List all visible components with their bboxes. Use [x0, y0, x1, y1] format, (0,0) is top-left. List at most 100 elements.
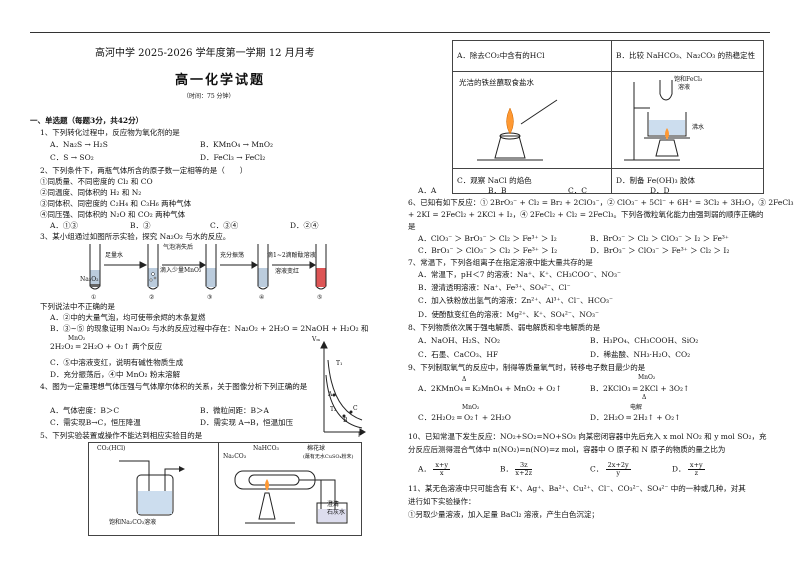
thermal-stability-figure: [234, 470, 348, 524]
section-single-choice: 一、单选题（每题3分，共42分）: [30, 116, 144, 125]
q8-option-c[interactable]: C．石墨、CaCO₃、HF: [418, 350, 499, 359]
q3-option-c[interactable]: C．⑤中溶液变红，说明有碱性物质生成: [50, 358, 184, 367]
q4-curve-t2: T₂: [330, 406, 337, 413]
q2-option-c[interactable]: C．③④: [210, 221, 239, 230]
q9-option-d[interactable]: D．2H₂O ═ 2H₂↑ + O₂↑: [590, 413, 681, 422]
q7-option-b[interactable]: B．澄清透明溶液：Na⁺、Fe³⁺、SO₄²⁻、Cl⁻: [418, 283, 571, 292]
q4-option-c[interactable]: C．需实现B→C，恒压降温: [50, 418, 141, 427]
q7-option-c[interactable]: C．加入铁粉放出氢气的溶液：Zn²⁺、Al³⁺、Cl⁻、HCO₃⁻: [418, 296, 614, 305]
q9-option-c[interactable]: C．2H₂O₂ ═ O₂↑ + 2H₂O: [418, 413, 511, 422]
q5-option-c[interactable]: C．C: [568, 186, 587, 195]
exam-name: 高河中学 2025-2026 学年度第一学期 12 月月考: [95, 48, 315, 59]
q5-option-a[interactable]: A．A: [418, 186, 437, 195]
q3-step-5: ⑤: [317, 294, 323, 301]
q6-option-c[interactable]: C．BrO₃⁻ ＞ ClO₃⁻ ＞ Cl₂ ＞ Fe³⁺ ＞ I₂: [418, 246, 558, 255]
q10-d-numerator: x+y: [687, 461, 705, 471]
q10-option-b-label: B．: [500, 464, 514, 474]
q6-option-a[interactable]: A．ClO₃⁻ ＞ BrO₃⁻ ＞ Cl₂ ＞ Fe³⁺ ＞ I₂: [418, 234, 557, 243]
q8-option-d[interactable]: D．稀盐酸、NH₃·H₂O、CO₂: [590, 350, 691, 359]
q3-label-na2o2: Na₂O₂: [80, 276, 99, 283]
q5-label-nahco3: NaHCO₃: [252, 445, 279, 452]
q5-label-boiling-water: 沸水: [692, 124, 705, 131]
q9-c-catalyst: MnO₂: [462, 404, 480, 411]
q5-label-fecl3: 饱和FeCl₃: [674, 76, 703, 83]
q3-label-water: 足量水: [105, 252, 124, 259]
q10-b-numerator: 3z: [515, 461, 533, 471]
q3-intro: 下列说法中不正确的是: [40, 302, 115, 311]
q3-catalyst-label: MnO₂: [68, 335, 86, 342]
q5-apparatus-table-lower: CO₂(HCl) 饱和Na₂CO₃溶液: [88, 442, 363, 536]
q5-stem: 5、下列实验装置或操作不能达到相应实验目的是: [40, 431, 203, 440]
q7-stem: 7、常温下，下列各组离子在指定溶液中能大量共存的是: [408, 258, 593, 267]
header-rule: [30, 32, 770, 33]
q8-option-b[interactable]: B．H₃PO₄、CH₃COOH、SiO₂: [590, 336, 699, 345]
q2-option-a[interactable]: A．①③: [50, 221, 78, 230]
q3-option-b-cont: 2H₂O₂ ═ 2H₂O + O₂↑ 两个反应: [50, 342, 163, 351]
q5-label-limewater-1: 澄清: [326, 501, 339, 508]
q10-c-numerator: 2x+2y: [605, 461, 631, 471]
tube-4: [257, 244, 269, 290]
q3-step-3: ③: [207, 294, 213, 301]
q3-step-2: ②: [149, 294, 155, 301]
q1-option-c[interactable]: C．S → SO₂: [50, 153, 94, 162]
q1-option-d[interactable]: D．FeCl₃ → FeCl₂: [200, 153, 266, 162]
q6-option-b[interactable]: B．BrO₃⁻ ＞ Cl₂ ＞ ClO₃⁻ ＞ I₂ ＞ Fe³⁺: [590, 234, 729, 243]
q5-caption-c: C．观察 NaCl 的焰色: [452, 168, 612, 194]
q9-option-a[interactable]: A．2KMnO₄ ═ K₂MnO₄ + MnO₂ + O₂↑: [418, 384, 562, 393]
q4-curve-t1: T₁: [336, 360, 343, 367]
q5-option-b[interactable]: B．B: [488, 186, 507, 195]
q2-option-b[interactable]: B．③: [130, 221, 151, 230]
q4-option-d[interactable]: D．需实现 A→B，恒温加压: [200, 418, 294, 427]
q5-caption-d: D．制备 Fe(OH)₃ 胶体: [611, 168, 764, 194]
q5-label-cuso4: (蘸有无水CuSO₄粉末): [302, 454, 354, 460]
q3-test-tube-figure: [89, 244, 327, 290]
q4-point-c: C: [353, 405, 358, 412]
q8-option-a[interactable]: A．NaOH、H₂S、NO₂: [418, 336, 501, 345]
q5-label-co2hcl: CO₂(HCl): [97, 445, 126, 452]
q3-label-shake: 充分振荡: [220, 252, 245, 259]
q4-point-b: B: [343, 417, 348, 424]
q9-option-b[interactable]: B．2KClO₃ ═ 2KCl + 3O₂↑: [590, 384, 690, 393]
q1-option-b[interactable]: B．KMnO₄ → MnO₂: [200, 140, 273, 149]
q10-option-d-label: D．: [672, 464, 686, 474]
q7-option-a[interactable]: A．常温下，pH＜7 的溶液：Na⁺、K⁺、CH₃COO⁻、NO₃⁻: [418, 270, 621, 279]
q3-option-a[interactable]: A．②中的大量气泡，均可使带余烬的木条复燃: [50, 313, 206, 322]
q5-cell-c: 光洁的铁丝蘸取食盐水: [452, 71, 612, 169]
tube-2: [147, 244, 159, 290]
q5-label-limewater-2: 石灰水: [326, 509, 345, 516]
q3-option-d[interactable]: D．充分振荡后，④中 MnO₂ 粉末溶解: [50, 370, 180, 379]
q3-label-red: 溶液变红: [275, 268, 300, 275]
q4-option-a[interactable]: A．气体密度：B＞C: [50, 406, 120, 415]
q2-condition-4: ④同压强、同体积的 N₂O 和 CO₂ 两种气体: [40, 210, 186, 219]
flame-test-figure: [477, 99, 558, 161]
q1-option-a[interactable]: A．Na₂S → H₂S: [50, 140, 108, 149]
q5-cell-d: 饱和FeCl₃ 溶液 沸水: [611, 71, 764, 169]
q2-option-d[interactable]: D．②④: [290, 221, 319, 230]
colloid-prep-figure: [624, 80, 690, 161]
q3-option-b[interactable]: B．③~⑤ 的现象证明 Na₂O₂ 与水的反应过程中存在：Na₂O₂ + 2H₂…: [50, 324, 369, 333]
q5-cell-b: Na₂CO₃ NaHCO₃ 棉花球 (蘸有无水CuSO₄粉末) 澄清 石灰水: [217, 442, 363, 536]
q10-a-numerator: x+y: [433, 461, 451, 471]
q3-step-4: ④: [259, 294, 265, 301]
q5-label-na2co3-solution: 饱和Na₂CO₃溶液: [109, 519, 157, 526]
tube-5: [315, 244, 327, 290]
q3-step-1: ①: [91, 294, 97, 301]
q5-label-cotton: 棉花球: [306, 445, 325, 452]
q3-label-mno2: 滴入少量MnO₂: [160, 267, 202, 274]
q10-c-denominator: y: [616, 469, 621, 478]
q5-label-solution: 溶液: [678, 84, 691, 91]
q4-pv-graph: [320, 340, 366, 436]
q5-option-d[interactable]: D．D: [650, 186, 670, 195]
q4-axis-y: Vₘ: [312, 336, 321, 343]
q5-caption-b: B．比较 NaHCO₃、Na₂CO₃ 的热稳定性: [611, 40, 764, 72]
q6-option-d[interactable]: D．BrO₃⁻ ＞ ClO₃⁻ ＞ Fe³⁺ ＞ Cl₂ ＞ I₂: [590, 246, 730, 255]
q7-option-d[interactable]: D．使酚酞变红色的溶液：Mg²⁺、K⁺、SO₄²⁻、NO₃⁻: [418, 310, 599, 319]
q4-option-b[interactable]: B．微粒间距：B＞A: [200, 406, 269, 415]
